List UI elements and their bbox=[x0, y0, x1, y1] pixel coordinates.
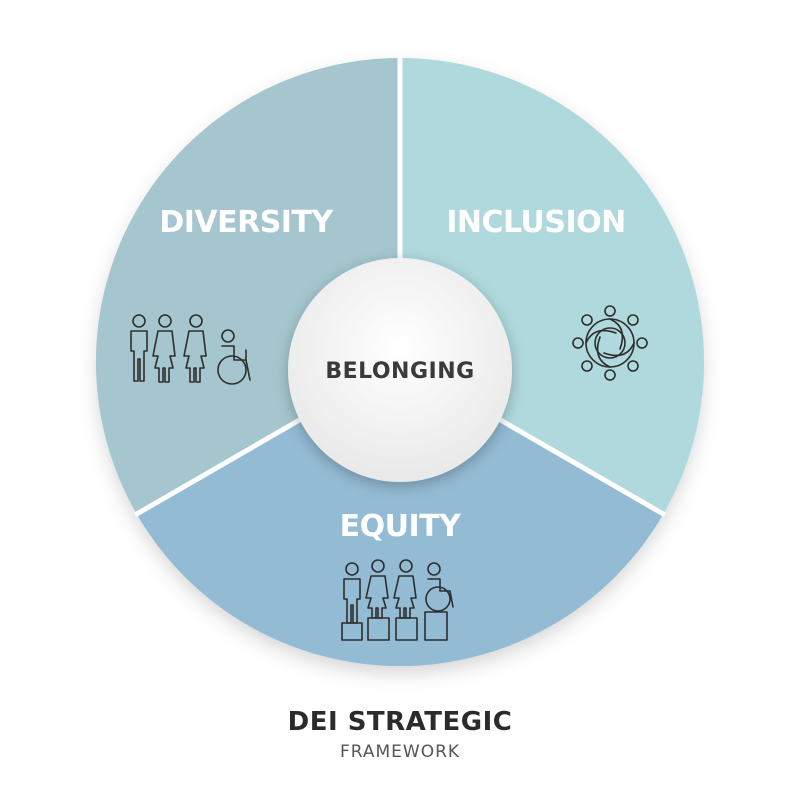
circle-community-icon bbox=[572, 305, 648, 381]
footer-subtitle: FRAMEWORK bbox=[339, 742, 461, 762]
footer-title: DEI STRATEGIC bbox=[287, 707, 513, 737]
center-circle bbox=[288, 258, 512, 482]
equity-label: EQUITY bbox=[340, 509, 462, 544]
center-label: BELONGING bbox=[325, 359, 474, 384]
people-group-icon bbox=[130, 314, 251, 385]
diversity-label: DIVERSITY bbox=[159, 205, 334, 240]
people-on-blocks-icon bbox=[341, 559, 454, 641]
inclusion-label: INCLUSION bbox=[446, 205, 626, 240]
